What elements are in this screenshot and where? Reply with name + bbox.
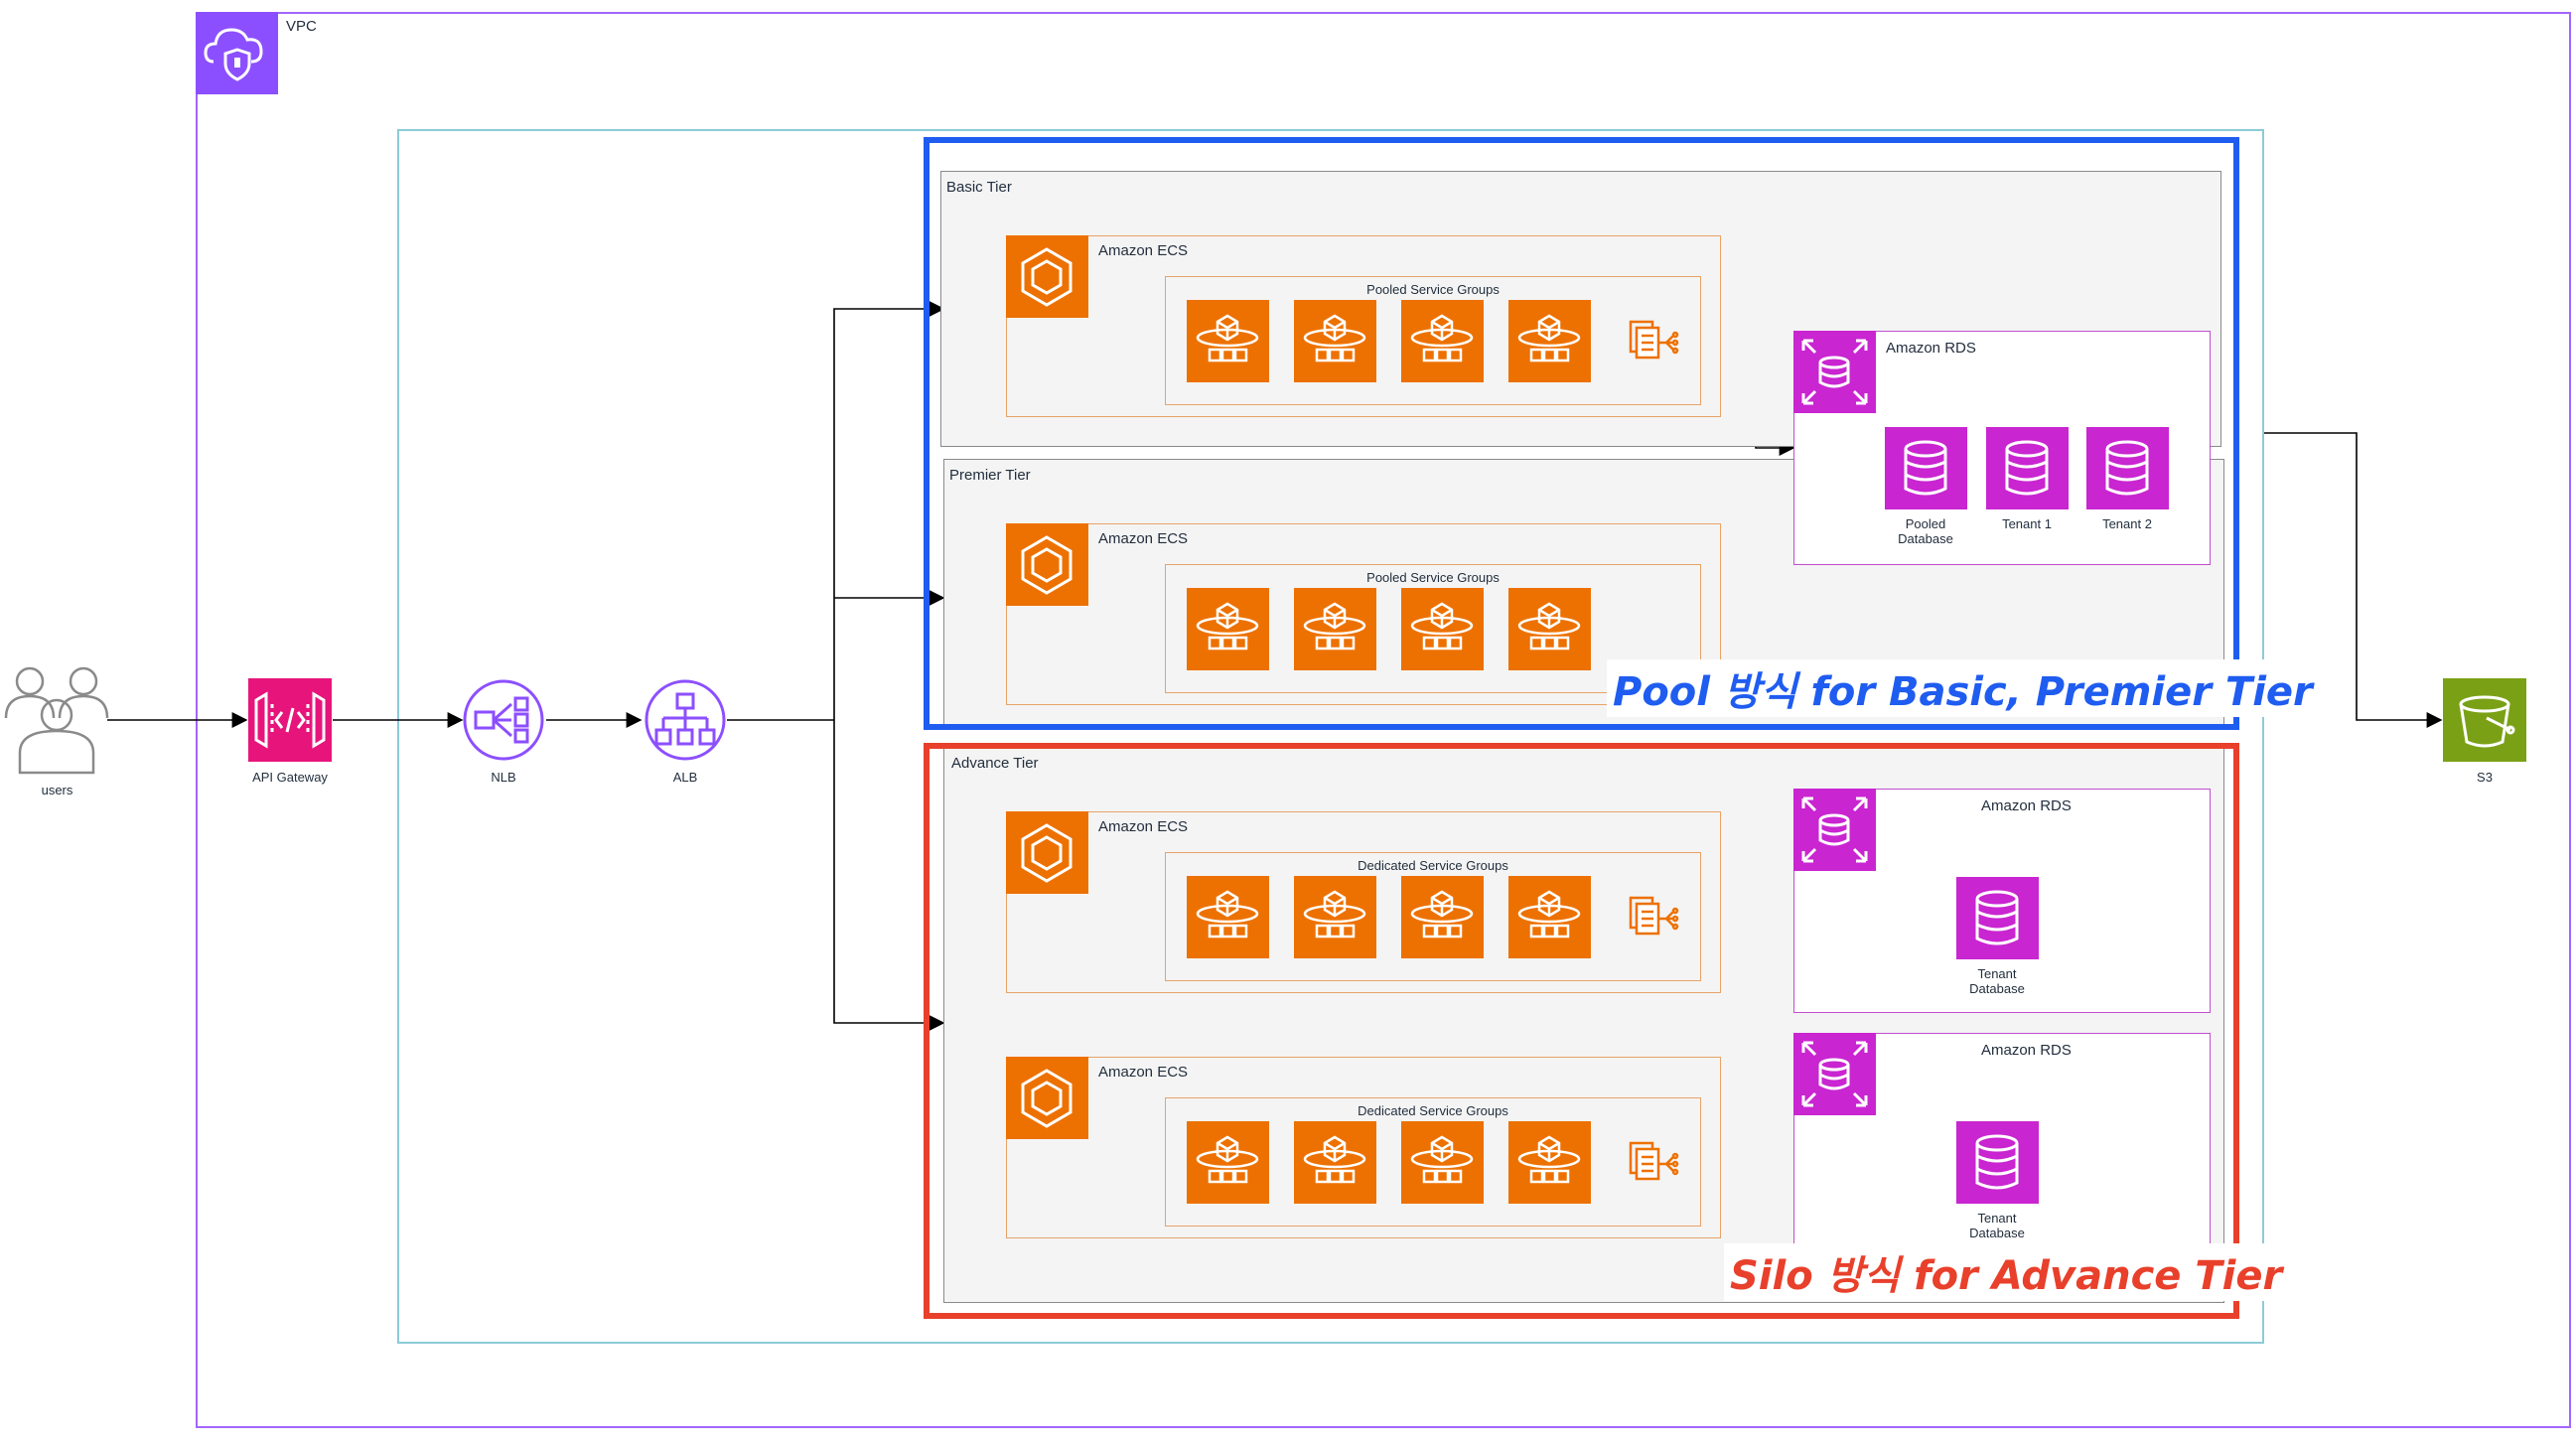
db-label-line: Pooled [1905, 516, 1946, 531]
ecs-icon [1006, 235, 1088, 318]
tenant-1-label: Tenant 1 [1972, 516, 2081, 531]
pool-highlight-frame [924, 137, 2239, 730]
rds-icon [1793, 331, 1876, 413]
rds-icon [1793, 789, 1876, 871]
api-gateway-label: API Gateway [252, 770, 328, 785]
silo-callout: Silo 방식 for Advance Tier [1724, 1243, 2289, 1301]
db-label-line: Tenant 2 [2102, 516, 2152, 531]
premier-ecs-label: Amazon ECS [1098, 530, 1189, 547]
s3-icon [2443, 678, 2526, 762]
vpc-label: VPC [286, 18, 317, 35]
nlb-label: NLB [491, 770, 516, 785]
advance-service-group-2: Dedicated Service Groups [1165, 1097, 1701, 1227]
ecs-task-icon [1187, 876, 1269, 958]
nlb-icon [462, 678, 545, 762]
service-group-label: Pooled Service Groups [1366, 570, 1500, 585]
db-label-line: Tenant [1977, 966, 2017, 981]
database-icon [1986, 427, 2069, 509]
premier-ecs-cluster [1006, 523, 1721, 705]
service-group-label: Dedicated Service Groups [1358, 858, 1508, 873]
tenant-2-label: Tenant 2 [2073, 516, 2182, 531]
vpc-icon [196, 12, 278, 94]
service-discovery-icon [1625, 890, 1680, 945]
api-gateway-icon [248, 678, 332, 762]
ecs-task-icon [1294, 588, 1376, 670]
pooled-database-label: Pooled Database [1871, 516, 1980, 546]
ecs-task-icon [1294, 1121, 1376, 1204]
rds-icon [1793, 1033, 1876, 1115]
database-icon [1956, 1121, 2039, 1204]
service-discovery-icon [1625, 1135, 1680, 1191]
ecs-icon [1006, 523, 1088, 606]
ecs-task-icon [1401, 1121, 1484, 1204]
ecs-icon [1006, 1057, 1088, 1139]
ecs-task-icon [1401, 876, 1484, 958]
ecs-task-icon [1294, 876, 1376, 958]
db-label-line: Database [1969, 1226, 2025, 1240]
basic-service-group: Pooled Service Groups [1165, 276, 1701, 405]
subnet-boundary [397, 129, 2264, 1344]
rds-silo-label-1: Amazon RDS [1981, 797, 2072, 814]
silo-highlight-frame [924, 743, 2239, 1319]
service-group-label: Pooled Service Groups [1366, 282, 1500, 297]
premier-tier-label: Premier Tier [949, 467, 1031, 484]
advance-ecs-cluster-2 [1006, 1057, 1721, 1238]
ecs-icon [1006, 811, 1088, 894]
db-label-line: Tenant 1 [2002, 516, 2052, 531]
tenant-database-label: Tenant Database [1942, 1211, 2052, 1240]
db-label-line: Tenant [1977, 1211, 2017, 1226]
database-icon [1885, 427, 1967, 509]
service-group-label: Dedicated Service Groups [1358, 1103, 1508, 1118]
basic-tier-label: Basic Tier [946, 179, 1012, 196]
basic-ecs-label: Amazon ECS [1098, 242, 1189, 259]
ecs-task-icon [1187, 1121, 1269, 1204]
users-icon [0, 663, 114, 778]
alb-label: ALB [672, 770, 698, 785]
tenant-database-label: Tenant Database [1942, 966, 2052, 996]
db-label-line: Database [1898, 531, 1953, 546]
ecs-task-icon [1187, 588, 1269, 670]
basic-ecs-cluster [1006, 235, 1721, 417]
ecs-task-icon [1508, 300, 1591, 382]
advance-service-group-1: Dedicated Service Groups [1165, 852, 1701, 981]
rds-silo-label-2: Amazon RDS [1981, 1042, 2072, 1059]
db-label-line: Database [1969, 981, 2025, 996]
alb-icon [644, 678, 727, 762]
advance-ecs-cluster-1 [1006, 811, 1721, 993]
advance-tier-label: Advance Tier [951, 755, 1039, 772]
service-discovery-icon [1625, 314, 1680, 369]
ecs-task-icon [1401, 588, 1484, 670]
ecs-task-icon [1401, 300, 1484, 382]
pool-callout: Pool 방식 for Basic, Premier Tier [1607, 659, 2319, 717]
advance-ecs-label-1: Amazon ECS [1098, 818, 1189, 835]
users-label: users [41, 783, 73, 797]
advance-ecs-label-2: Amazon ECS [1098, 1064, 1189, 1081]
rds-pool-label: Amazon RDS [1886, 340, 1976, 357]
s3-label: S3 [2477, 770, 2493, 785]
ecs-task-icon [1294, 300, 1376, 382]
ecs-task-icon [1187, 300, 1269, 382]
premier-service-group: Pooled Service Groups [1165, 564, 1701, 693]
ecs-task-icon [1508, 588, 1591, 670]
ecs-task-icon [1508, 876, 1591, 958]
database-icon [1956, 877, 2039, 959]
database-icon [2086, 427, 2169, 509]
ecs-task-icon [1508, 1121, 1591, 1204]
